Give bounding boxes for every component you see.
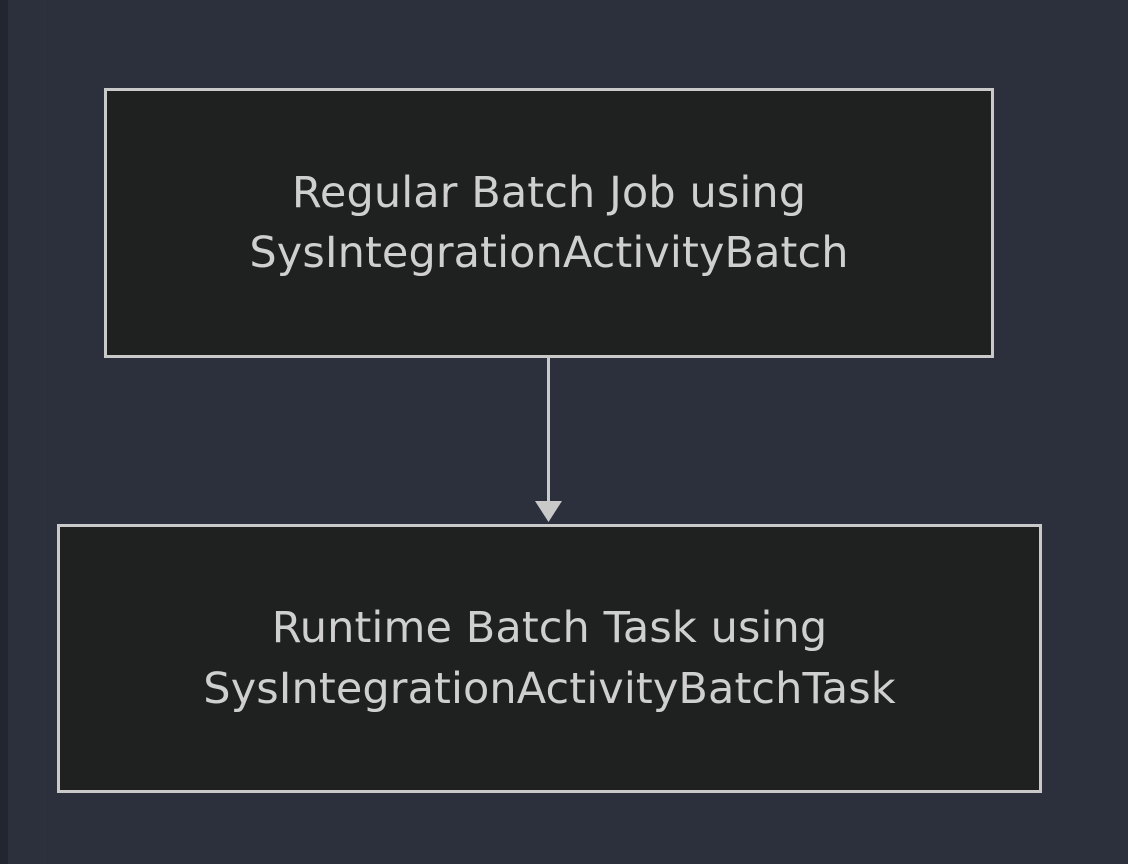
node-regular-batch-job-line1: Regular Batch Job using bbox=[291, 167, 807, 218]
node-runtime-batch-task-line2: SysIntegrationActivityBatchTask bbox=[203, 663, 896, 714]
node-regular-batch-job[interactable]: Regular Batch Job using SysIntegrationAc… bbox=[104, 88, 994, 358]
node-runtime-batch-task-line1: Runtime Batch Task using bbox=[271, 603, 828, 654]
edge-arrowhead-icon bbox=[535, 501, 562, 522]
left-gutter bbox=[0, 0, 8, 864]
node-regular-batch-job-line2: SysIntegrationActivityBatch bbox=[249, 228, 849, 278]
panel-seam bbox=[44, 0, 45, 864]
node-runtime-batch-task[interactable]: Runtime Batch Task using SysIntegrationA… bbox=[57, 524, 1042, 793]
